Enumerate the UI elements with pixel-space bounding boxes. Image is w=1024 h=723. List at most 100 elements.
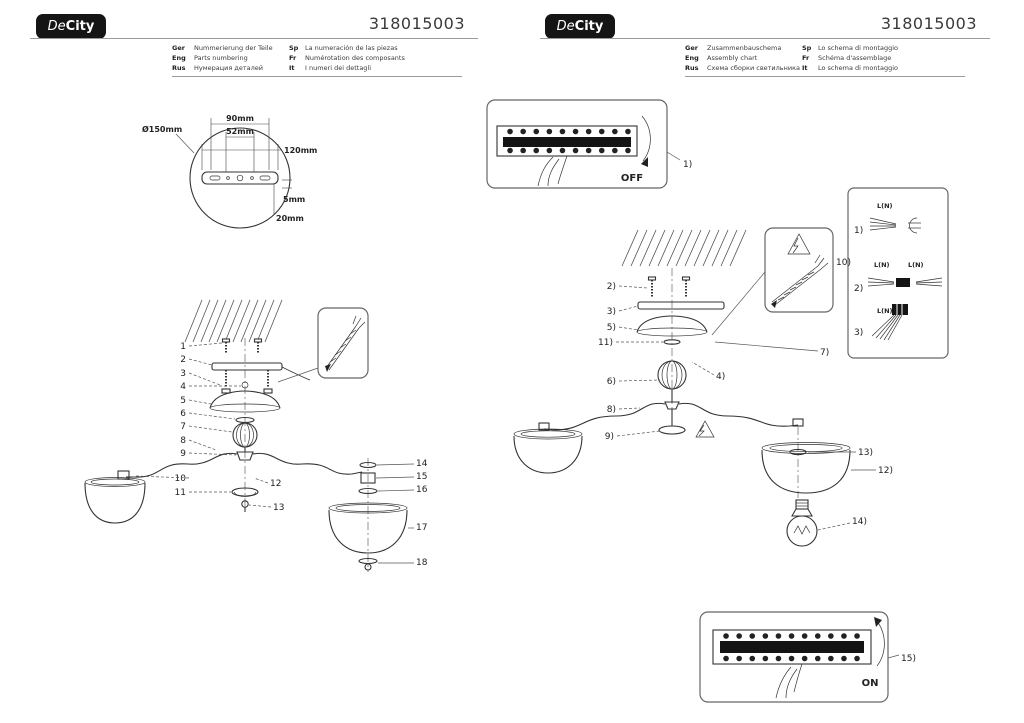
step-label-9: 9) bbox=[605, 432, 614, 442]
part-label-15: 15 bbox=[416, 472, 427, 482]
legend-rule-right bbox=[685, 76, 965, 77]
step-label-10: 10) bbox=[836, 258, 851, 268]
legend-lang: Rus bbox=[685, 64, 699, 72]
step-label-2: 2) bbox=[607, 282, 616, 292]
dim-5-label: 5mm bbox=[283, 195, 305, 204]
part-label-6: 6 bbox=[180, 409, 186, 419]
legend-lang: Fr bbox=[802, 54, 810, 62]
assembly-diagram: OFF 1) bbox=[486, 99, 949, 703]
legend-rule-left bbox=[172, 76, 462, 77]
dim-20-label: 20mm bbox=[276, 214, 304, 223]
legend-text: Numérotation des composants bbox=[305, 54, 405, 62]
part-label-10: 10 bbox=[175, 474, 187, 484]
legend-text: La numeración de las piezas bbox=[305, 44, 398, 52]
legend-lang: Eng bbox=[685, 54, 699, 62]
exploded-chandelier bbox=[84, 338, 408, 572]
legend-text: Nummerierung der Teile bbox=[194, 44, 273, 52]
step-label-7: 7) bbox=[820, 348, 829, 358]
header-rule-right bbox=[540, 38, 990, 39]
dim-52-label: 52mm bbox=[226, 127, 254, 136]
legend-lang: Ger bbox=[685, 44, 698, 52]
legend-text: Parts numbering bbox=[194, 54, 248, 62]
legend-lang: Rus bbox=[172, 64, 186, 72]
wiring-step-3: 3) bbox=[854, 328, 863, 338]
ceiling-hatch bbox=[184, 299, 283, 343]
part-label-8: 8 bbox=[180, 436, 186, 446]
part-label-14: 14 bbox=[416, 459, 428, 469]
part-label-9: 9 bbox=[180, 449, 186, 459]
warning-wire-detail-box bbox=[711, 227, 834, 336]
plate-dimension-detail: 90mm 52mm 120mm Ø150mm 5mm 20mm bbox=[142, 114, 317, 229]
part-label-4: 4 bbox=[180, 382, 186, 392]
legend-text: Zusammenbauschema bbox=[707, 44, 782, 52]
part-label-7: 7 bbox=[180, 422, 186, 432]
step-label-3: 3) bbox=[607, 307, 616, 317]
leader-lines bbox=[135, 342, 415, 564]
switch-off-label: OFF bbox=[621, 173, 643, 184]
ceiling-hatch bbox=[621, 229, 747, 267]
switch-on-label: ON bbox=[862, 678, 879, 689]
bulb-drawing bbox=[786, 499, 818, 547]
switch-on-detail-box: ON 15) bbox=[699, 611, 916, 703]
switch-off-detail-box: OFF 1) bbox=[486, 99, 692, 189]
hand-drawing bbox=[775, 663, 803, 699]
step-label-12: 12) bbox=[878, 466, 893, 476]
legend-row: Eng Assembly chart Fr Schéma d'assemblage bbox=[685, 54, 975, 64]
wire-splice-icon bbox=[896, 278, 910, 287]
dim-120-label: 120mm bbox=[284, 146, 317, 155]
legend-text: Нумерация деталей bbox=[194, 64, 264, 72]
part-label-13: 13 bbox=[273, 503, 284, 513]
legend-text: Lo schema di montaggio bbox=[818, 64, 899, 72]
dim-90-label: 90mm bbox=[226, 114, 254, 123]
step-label-8: 8) bbox=[607, 405, 616, 415]
rotate-arrow-icon bbox=[641, 115, 651, 167]
assembled-chandelier bbox=[513, 276, 851, 547]
hand-drawing bbox=[537, 155, 568, 187]
step-label-13: 13) bbox=[858, 448, 873, 458]
part-label-18: 18 bbox=[416, 558, 428, 568]
step-label-1: 1) bbox=[683, 160, 692, 170]
wiring-steps-box: 1) L(N) 2) L(N) L(N) 3) L(N) bbox=[847, 187, 949, 359]
legend-text: Schéma d'assemblage bbox=[818, 54, 892, 62]
part-label-3: 3 bbox=[180, 369, 186, 379]
brand-logo-de: De bbox=[47, 19, 66, 34]
step-label-4: 4) bbox=[716, 372, 725, 382]
part-label-2: 2 bbox=[180, 355, 186, 365]
legend-text: Схема сборки светильника bbox=[707, 64, 801, 72]
model-number-left: 318015003 bbox=[368, 14, 465, 33]
wiring-step-2: 2) bbox=[854, 284, 863, 294]
terminal-block-icon bbox=[871, 304, 908, 341]
parts-diagram: 90mm 52mm 120mm Ø150mm 5mm 20mm bbox=[84, 114, 428, 572]
model-number-right: 318015003 bbox=[880, 14, 977, 33]
wire-connector-icon bbox=[908, 217, 921, 234]
wire-ln-label: L(N) bbox=[908, 261, 924, 269]
part-label-16: 16 bbox=[416, 485, 428, 495]
legend-lang: Ger bbox=[172, 44, 185, 52]
part-number-labels: 1 2 3 4 5 6 7 8 9 10 11 12 13 14 15 16 1… bbox=[175, 342, 428, 568]
legend-lang: Eng bbox=[172, 54, 186, 62]
brand-logo-de: De bbox=[556, 19, 575, 34]
legend-text: Lo schema di montaggio bbox=[818, 44, 899, 52]
brand-logo-city: City bbox=[65, 19, 95, 34]
step-label-14: 14) bbox=[852, 517, 867, 527]
wire-ln-label: L(N) bbox=[877, 307, 893, 315]
legend-text: Assembly chart bbox=[707, 54, 758, 62]
part-label-5: 5 bbox=[180, 396, 186, 406]
part-label-11: 11 bbox=[175, 488, 186, 498]
wire-twist-detail-box bbox=[277, 307, 369, 383]
legend-lang: It bbox=[289, 64, 295, 72]
legend-lang: It bbox=[802, 64, 808, 72]
header-rule-left bbox=[30, 38, 478, 39]
dim-diameter-label: Ø150mm bbox=[142, 124, 182, 134]
step-label-6: 6) bbox=[607, 377, 616, 387]
